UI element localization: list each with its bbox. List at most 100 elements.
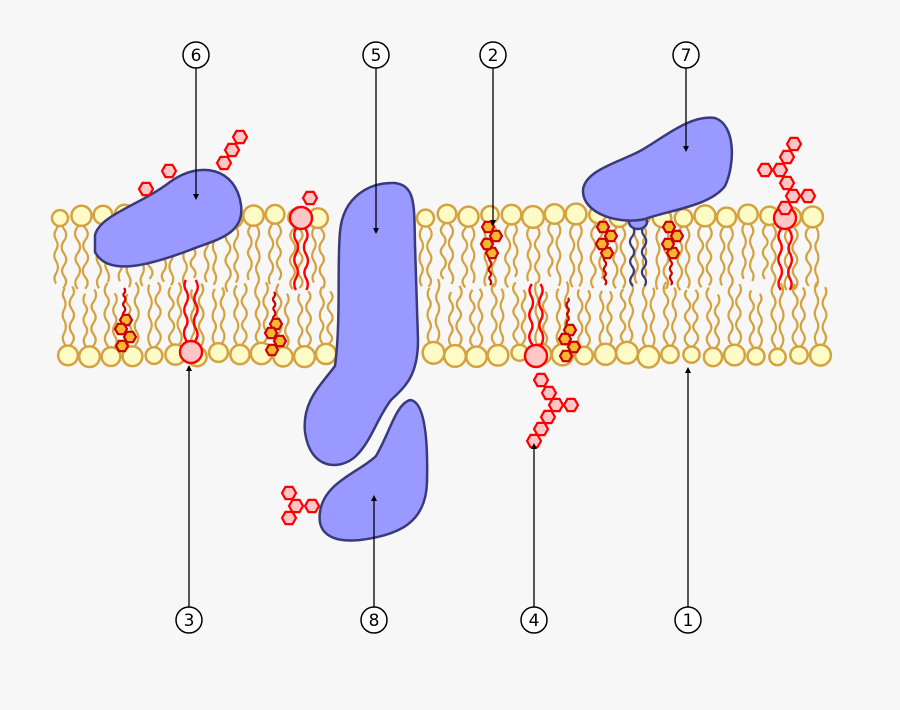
lipid-head [56, 344, 80, 367]
lipid-head [486, 343, 510, 367]
sugar-hexagon [137, 181, 155, 197]
lipid-head [100, 346, 122, 368]
label-number: 6 [191, 46, 202, 66]
glycolipid-tail [192, 279, 199, 353]
lipid-tail [288, 216, 297, 290]
label-number: 4 [529, 611, 540, 631]
cholesterol-ring [488, 229, 504, 243]
arrow-head [683, 146, 689, 152]
glycolipid-tail [786, 217, 794, 291]
cholesterol-tail [565, 297, 570, 327]
lipid-head [768, 347, 787, 367]
label-number: 7 [681, 46, 692, 66]
cholesterol-ring [594, 237, 610, 251]
cholesterol-ring [603, 229, 619, 243]
cholesterol-tail [271, 291, 277, 321]
label-number: 2 [488, 46, 499, 66]
lipid-head [593, 342, 618, 367]
lipid-head [207, 341, 230, 364]
arrow-head [193, 194, 199, 200]
cholesterol-tail [121, 287, 127, 317]
lipid-tail [311, 217, 318, 284]
cholesterol-ring [118, 313, 134, 327]
lipid-head [50, 208, 70, 228]
lipid-head [543, 202, 566, 226]
cholesterol-tail [602, 256, 608, 286]
lipid-tail [318, 286, 325, 355]
lipid-tail [211, 288, 218, 354]
lipid-tail [727, 216, 734, 288]
lipid-head [314, 342, 338, 366]
label-circle [479, 41, 507, 69]
lipid-tail [267, 213, 275, 285]
label-2: 2 [479, 41, 507, 226]
lipid-tail [455, 285, 463, 357]
cholesterol-ring [595, 220, 611, 234]
glycolipid-head [523, 343, 549, 369]
lipid-head [682, 345, 701, 364]
lipid-tail [61, 287, 67, 356]
label-circle [672, 41, 700, 69]
arrow-head [373, 228, 379, 234]
cholesterol-ring [263, 326, 279, 340]
lipid-head [808, 343, 833, 367]
glycolipid-tail [292, 217, 300, 291]
lipid-head [436, 203, 458, 225]
lipid-head [229, 343, 251, 366]
sugar-hexagon [303, 498, 321, 514]
label-circle [362, 41, 390, 69]
lipid-head [702, 346, 724, 368]
cholesterol-ring [114, 339, 130, 353]
lipid-tail [68, 285, 76, 356]
cholesterol-tail [668, 256, 674, 286]
lipid-tail [439, 213, 447, 280]
lipid-tail [791, 283, 799, 356]
sugar-hexagon [547, 397, 565, 413]
lipid-head [636, 344, 661, 369]
label-circle [360, 606, 388, 634]
cholesterol-ring [562, 323, 578, 337]
lipid-head [421, 340, 446, 365]
sugar-hexagon [778, 175, 796, 191]
glycolipid-tail [537, 283, 545, 357]
lipid-head [121, 345, 144, 368]
label-circle [182, 41, 210, 69]
lipid-tail [713, 293, 721, 358]
sugar-hexagon [784, 188, 802, 204]
cholesterol-ring [272, 334, 288, 348]
lipid-tail [262, 281, 269, 355]
lipid-tail [555, 213, 562, 287]
lipid-tail [468, 289, 476, 358]
lipid-tail [770, 284, 778, 358]
lipid-tail [53, 217, 60, 285]
glycolipid-head [288, 205, 314, 231]
lipid-head [800, 205, 825, 229]
lipid-tail [576, 213, 583, 287]
sugar-hexagon [756, 162, 774, 178]
lipid-head [442, 343, 468, 369]
cholesterol-ring [665, 246, 681, 260]
sugar-hexagon [532, 372, 550, 388]
lipid-tail [821, 286, 828, 356]
lipid-tail [569, 213, 576, 288]
label-number: 3 [184, 611, 195, 631]
arrow-head [186, 365, 192, 371]
lipid-tail [611, 216, 619, 290]
glycolipid-tail [182, 279, 190, 353]
cholesterol-ring [479, 237, 495, 251]
lipid-head [789, 345, 809, 365]
lipid-tail [735, 283, 743, 356]
sugar-chains [137, 129, 817, 526]
lipid-head [242, 204, 265, 228]
lipid-tail [662, 281, 670, 355]
lipid-tail [219, 286, 226, 354]
arrow-head [685, 367, 691, 373]
sugar-hexagon [771, 162, 789, 178]
sugar-hexagon [287, 498, 305, 514]
lipid-tail [705, 215, 713, 287]
lipid-tail [490, 282, 498, 356]
lipid-tail [589, 214, 598, 289]
label-number: 1 [683, 611, 694, 631]
glycolipid-tail [528, 283, 535, 357]
